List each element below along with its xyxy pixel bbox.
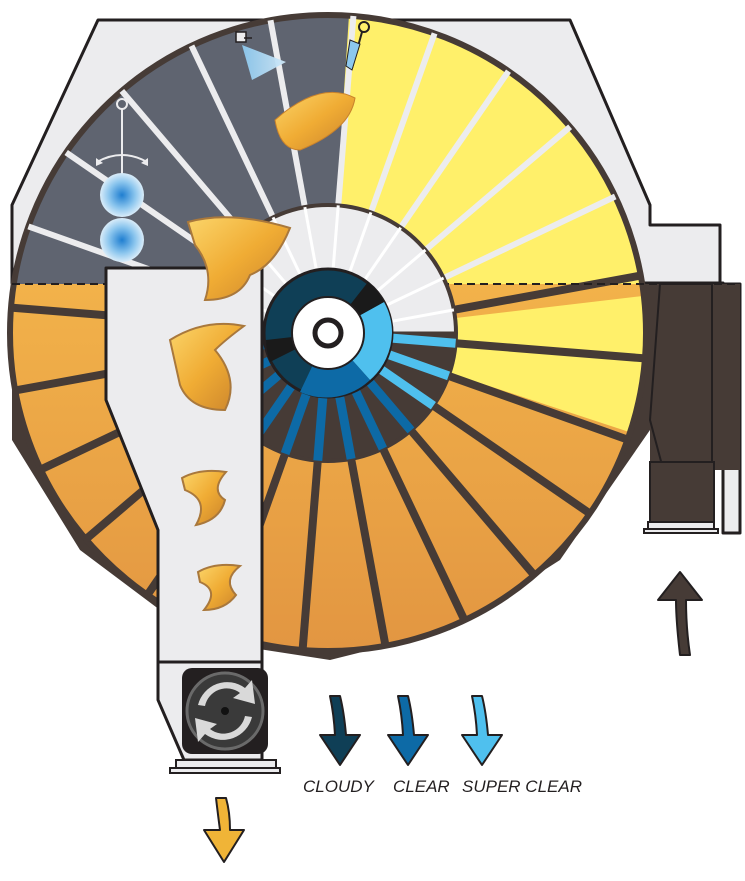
legend-label-clear: CLEAR — [393, 777, 450, 796]
discharge-arrow-icon — [204, 798, 244, 862]
cloudy-arrow-icon — [320, 696, 360, 765]
legend-label-cloudy: CLOUDY — [303, 777, 376, 796]
hub-spoke — [392, 338, 456, 343]
clear-arrow-icon — [388, 696, 428, 765]
super-clear-arrow-icon — [462, 696, 502, 765]
rotary-valve — [158, 662, 280, 773]
rotary-valve-icon — [187, 673, 263, 749]
hub-spoke — [318, 397, 323, 461]
inlet-arrow-icon — [658, 572, 702, 655]
legend-label-super-clear: SUPER CLEAR — [462, 777, 582, 796]
